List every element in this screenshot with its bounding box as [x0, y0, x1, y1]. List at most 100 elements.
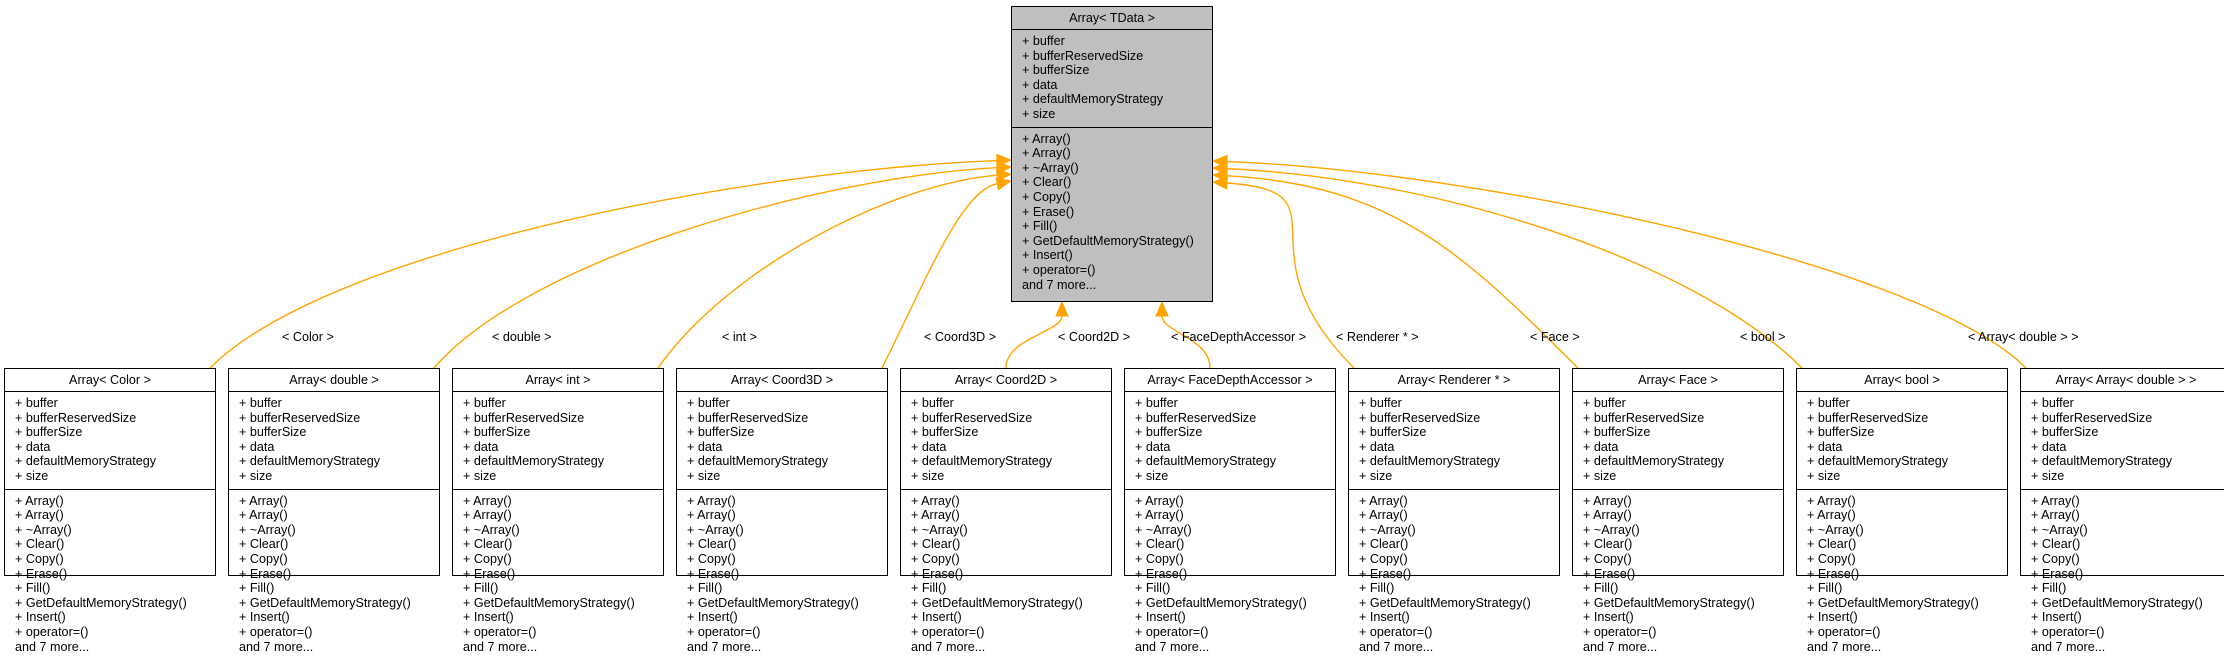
method-item: and 7 more... [15, 639, 90, 654]
attribute-item: + data [1583, 439, 1619, 454]
method-item: + Clear() [1807, 537, 1857, 552]
method-item: + Erase() [1359, 566, 1412, 581]
class-title: Array< Color > [5, 369, 215, 392]
class-node-array-coord3d[interactable]: Array< Coord3D >+ buffer+ bufferReserved… [676, 368, 888, 654]
attribute-item: + defaultMemoryStrategy [2031, 454, 2173, 469]
method-item: + GetDefaultMemoryStrategy() [239, 595, 411, 610]
class-node-array-tdata[interactable]: Array< TData > + buffer + bufferReserved… [1011, 6, 1213, 302]
method-item: + GetDefaultMemoryStrategy() [911, 595, 1083, 610]
attribute-item: + bufferReservedSize [911, 410, 1033, 425]
attribute-item: + buffer [911, 396, 954, 410]
class-attributes: + buffer+ bufferReservedSize+ bufferSize… [1573, 392, 1783, 490]
method-item: + Array() [911, 493, 960, 508]
method-item: + Insert() [463, 610, 514, 625]
class-attributes: + buffer+ bufferReservedSize+ bufferSize… [453, 392, 663, 490]
method-item: + Copy() [911, 551, 960, 566]
method-item: + Array() [1022, 131, 1071, 146]
attribute-item: + data [1135, 439, 1171, 454]
class-node-array-coord2d[interactable]: Array< Coord2D >+ buffer+ bufferReserved… [900, 368, 1112, 654]
method-item: + Array() [1135, 508, 1184, 523]
method-item: + Insert() [1583, 610, 1634, 625]
attribute-item: + defaultMemoryStrategy [15, 454, 157, 469]
method-item: + Insert() [15, 610, 66, 625]
attribute-item: + bufferSize [239, 425, 307, 440]
method-item: and 7 more... [2031, 639, 2106, 654]
class-title: Array< double > [229, 369, 439, 392]
attribute-item: + defaultMemoryStrategy [911, 454, 1053, 469]
class-attributes: + buffer+ bufferReservedSize+ bufferSize… [5, 392, 215, 490]
attribute-item: + bufferSize [1583, 425, 1651, 440]
class-node-array-int[interactable]: Array< int >+ buffer+ bufferReservedSize… [452, 368, 664, 654]
attribute-item: + data [911, 439, 947, 454]
class-node-array-renderer[interactable]: Array< Renderer * >+ buffer+ bufferReser… [1348, 368, 1560, 654]
inheritance-arrowhead [995, 168, 1013, 182]
method-item: + Array() [239, 493, 288, 508]
method-item: + Insert() [2031, 610, 2082, 625]
method-item: and 7 more... [1359, 639, 1434, 654]
attribute-item: + bufferReservedSize [2031, 410, 2153, 425]
attribute-item: + buffer [15, 396, 58, 410]
class-methods: + Array()+ Array()+ ~Array()+ Clear()+ C… [901, 490, 1111, 657]
method-item: and 7 more... [1022, 277, 1097, 292]
method-item: + operator=() [463, 624, 537, 639]
attribute-item: + defaultMemoryStrategy [1135, 454, 1277, 469]
attribute-item: + bufferReservedSize [1135, 410, 1257, 425]
method-item: + Array() [687, 493, 736, 508]
method-item: + operator=() [15, 624, 89, 639]
edge-label-color: < Color > [282, 330, 334, 344]
method-item: + ~Array() [15, 522, 72, 537]
class-node-array-double[interactable]: Array< double >+ buffer+ bufferReservedS… [228, 368, 440, 654]
method-item: + GetDefaultMemoryStrategy() [2031, 595, 2203, 610]
edge-label-face: < Face > [1530, 330, 1580, 344]
attribute-item: + bufferReservedSize [1807, 410, 1929, 425]
class-node-array-array-double[interactable]: Array< Array< double > >+ buffer+ buffer… [2020, 368, 2224, 654]
inheritance-edge [1005, 315, 1063, 369]
class-node-array-bool[interactable]: Array< bool >+ buffer+ bufferReservedSiz… [1796, 368, 2008, 654]
method-item: + Clear() [1359, 537, 1409, 552]
method-item: + operator=() [1022, 262, 1096, 277]
class-node-array-color[interactable]: Array< Color >+ buffer+ bufferReservedSi… [4, 368, 216, 654]
attribute-item: + bufferReservedSize [463, 410, 585, 425]
method-item: + Array() [687, 508, 736, 523]
method-item: + GetDefaultMemoryStrategy() [1359, 595, 1531, 610]
method-item: + Insert() [239, 610, 290, 625]
method-item: + Copy() [1807, 551, 1856, 566]
method-item: + Copy() [687, 551, 736, 566]
attribute-item: + bufferSize [15, 425, 83, 440]
method-item: + Erase() [687, 566, 740, 581]
inheritance-edge [209, 159, 998, 369]
edge-label-int: < int > [722, 330, 758, 344]
inheritance-edge [657, 174, 998, 369]
method-item: + Array() [239, 508, 288, 523]
edge-label-array-double: < Array< double > > [1968, 330, 2079, 344]
method-item: + Erase() [1807, 566, 1860, 581]
attribute-item: + data [463, 439, 499, 454]
method-item: + Array() [1807, 508, 1856, 523]
method-item: + Fill() [239, 581, 275, 596]
method-item: + ~Array() [687, 522, 744, 537]
attribute-item: + buffer [1583, 396, 1626, 410]
attribute-item: + bufferSize [2031, 425, 2099, 440]
attribute-item: + defaultMemoryStrategy [1807, 454, 1949, 469]
method-item: + Copy() [239, 551, 288, 566]
method-item: + Clear() [687, 537, 737, 552]
method-item: + Fill() [463, 581, 499, 596]
class-title: Array< FaceDepthAccessor > [1125, 369, 1335, 392]
attribute-item: + defaultMemoryStrategy [463, 454, 605, 469]
method-item: + Array() [911, 508, 960, 523]
method-item: + Copy() [2031, 551, 2080, 566]
attribute-item: + bufferSize [911, 425, 979, 440]
attribute-item: + size [239, 468, 273, 483]
method-item: + Fill() [1583, 581, 1619, 596]
inheritance-edge [881, 183, 998, 369]
method-item: + Insert() [687, 610, 738, 625]
method-item: and 7 more... [463, 639, 538, 654]
method-item: + GetDefaultMemoryStrategy() [1135, 595, 1307, 610]
method-item: + Fill() [1022, 219, 1058, 234]
inheritance-arrowhead [995, 177, 1013, 191]
class-node-array-face[interactable]: Array< Face >+ buffer+ bufferReservedSiz… [1572, 368, 1784, 654]
class-node-array-facedepthaccessor[interactable]: Array< FaceDepthAccessor >+ buffer+ buff… [1124, 368, 1336, 654]
method-item: + Copy() [1135, 551, 1184, 566]
method-item: + Erase() [911, 566, 964, 581]
